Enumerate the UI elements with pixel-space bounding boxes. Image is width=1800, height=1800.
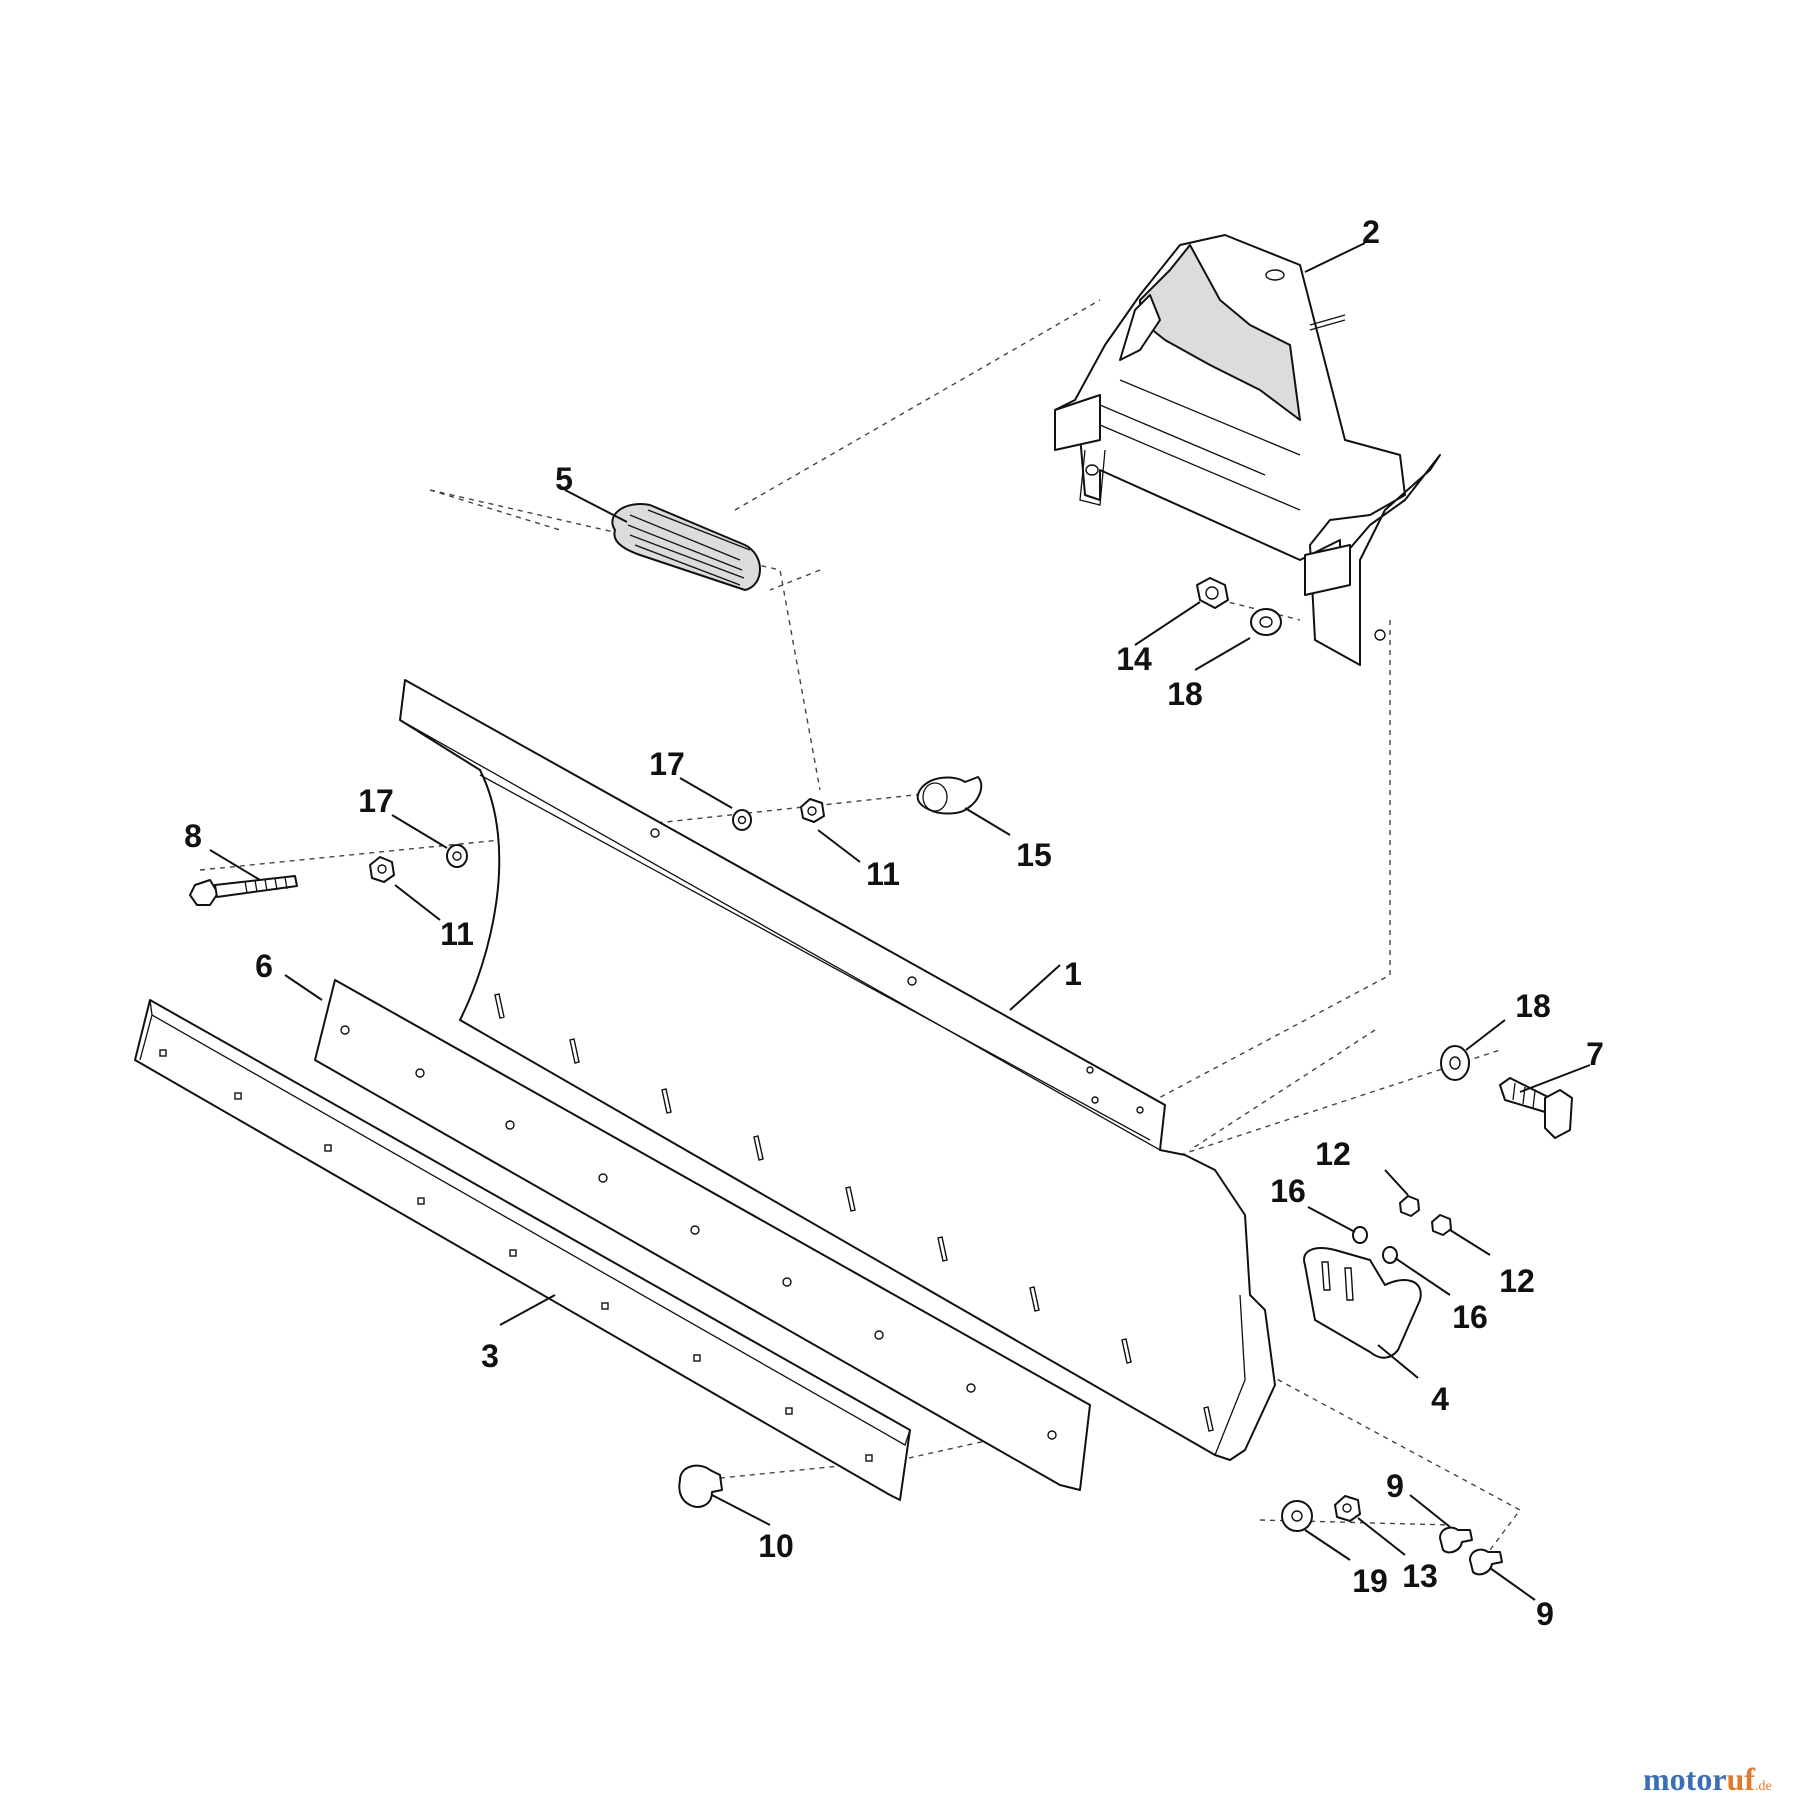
- watermark-logo: motoruf.de: [1643, 1761, 1772, 1797]
- callout-part-12-upper: 12: [1315, 1136, 1351, 1172]
- callout-part-13: 13: [1402, 1558, 1438, 1594]
- callout-part-8: 8: [184, 818, 202, 854]
- callout-part-7: 7: [1586, 1036, 1604, 1072]
- callout-labels: 2 1 3 4 5 6 7 8 9 9 10 11 11 12 12 13 14…: [184, 214, 1604, 1632]
- carriage-bolt-part-9-lower: [1469, 1548, 1503, 1576]
- svg-text:motoruf.de: motoruf.de: [1643, 1761, 1772, 1797]
- callout-part-3: 3: [481, 1338, 499, 1374]
- watermark-name-part1: motor: [1643, 1761, 1727, 1797]
- callout-part-16-upper: 16: [1270, 1173, 1306, 1209]
- bolt-part-7: [1499, 1077, 1573, 1139]
- callout-part-17-right: 17: [649, 746, 685, 782]
- washer-part-16-lower: [1382, 1246, 1398, 1264]
- callout-part-6: 6: [255, 948, 273, 984]
- nut-part-11-right: [800, 798, 825, 823]
- callout-part-17-left: 17: [358, 783, 394, 819]
- nut-part-12-lower: [1431, 1214, 1452, 1236]
- bolt-part-8: [189, 875, 298, 906]
- cutting-edge-part-3: [134, 999, 911, 1501]
- callout-part-18-lower: 18: [1515, 988, 1551, 1024]
- nut-part-13: [1334, 1495, 1361, 1522]
- callout-part-11-right: 11: [866, 856, 900, 892]
- knob-part-15: [916, 776, 983, 815]
- washer-part-18-lower: [1440, 1045, 1470, 1081]
- watermark-suffix: .de: [1755, 1779, 1772, 1794]
- callout-part-5: 5: [555, 461, 573, 497]
- nut-part-12-upper: [1399, 1195, 1420, 1217]
- washer-part-17-right: [732, 809, 752, 831]
- blade-part-1: [399, 679, 1276, 1461]
- callout-part-14: 14: [1116, 641, 1152, 677]
- nut-part-11-left: [369, 856, 395, 883]
- callout-1-of-part-2: 2: [1362, 214, 1380, 250]
- washer-part-16-upper: [1352, 1226, 1368, 1244]
- side-plate-part-4: [1303, 1247, 1422, 1359]
- callout-part-9-lower: 9: [1536, 1596, 1554, 1632]
- wear-strip-part-6: [314, 979, 1091, 1491]
- nut-part-14: [1196, 577, 1229, 609]
- hitch-bracket-part-2: [1054, 234, 1441, 666]
- callout-part-12-lower: 12: [1499, 1263, 1535, 1299]
- callout-part-4: 4: [1431, 1381, 1449, 1417]
- callout-part-16-lower: 16: [1452, 1299, 1488, 1335]
- callout-part-11-left: 11: [440, 916, 474, 952]
- leader-lines: [209, 242, 1591, 1601]
- callout-part-19: 19: [1352, 1563, 1388, 1599]
- carriage-bolt-part-9-upper: [1439, 1526, 1473, 1554]
- callout-part-9-upper: 9: [1386, 1468, 1404, 1504]
- callout-part-15: 15: [1016, 837, 1052, 873]
- callout-part-18-upper: 18: [1167, 676, 1203, 712]
- washer-part-19: [1281, 1500, 1313, 1532]
- washer-part-17-left: [446, 844, 468, 868]
- watermark-name-part2: uf: [1727, 1761, 1756, 1797]
- carriage-bolt-part-10: [678, 1464, 723, 1508]
- spring-part-5: [611, 503, 761, 591]
- washer-part-18-upper: [1250, 608, 1282, 636]
- blade-slots: [494, 993, 1214, 1432]
- callout-part-1: 1: [1064, 956, 1082, 992]
- callout-part-10: 10: [758, 1528, 794, 1564]
